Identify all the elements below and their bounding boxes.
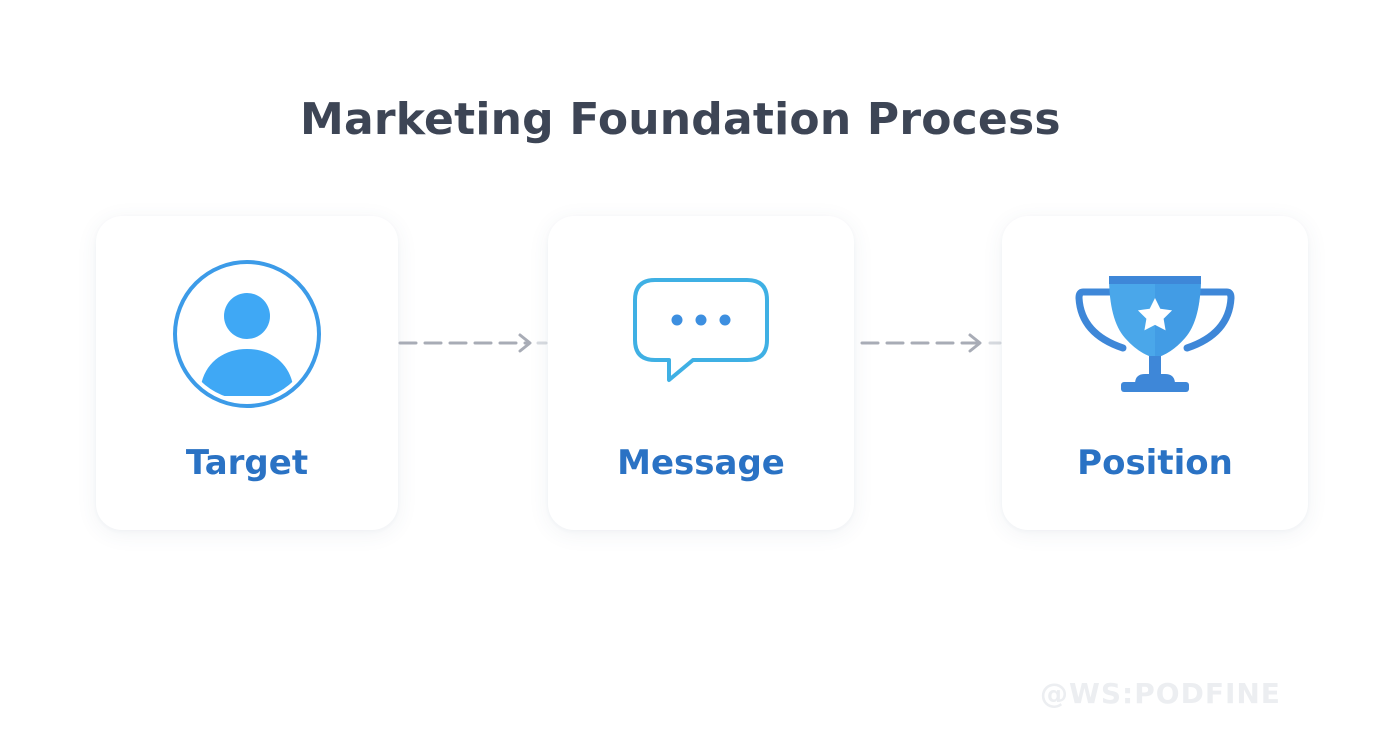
- user-circle-icon: [96, 256, 398, 412]
- step-card-target: Target: [96, 216, 398, 530]
- dashed-arrow-right-icon: [858, 330, 1004, 356]
- step-card-position: Position: [1002, 216, 1308, 530]
- step-label-position: Position: [1077, 443, 1233, 483]
- step-label-target: Target: [185, 443, 309, 483]
- step-card-message: Message: [548, 216, 854, 530]
- step-label-message: Message: [617, 443, 785, 483]
- chat-bubble-icon: [548, 256, 854, 412]
- dashed-arrow-right-icon: [398, 330, 548, 356]
- watermark: @WS:PODFINE: [1040, 677, 1281, 710]
- trophy-star-icon: [1002, 256, 1308, 412]
- diagram-title: Marketing Foundation Process: [300, 94, 1061, 145]
